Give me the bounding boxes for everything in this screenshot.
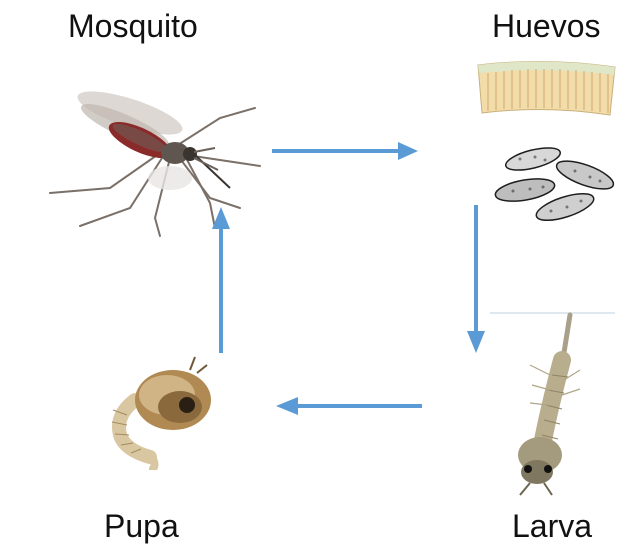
label-larva: Larva bbox=[512, 510, 592, 542]
larva-image bbox=[490, 305, 615, 500]
arrow-down bbox=[465, 205, 487, 355]
arrow-right bbox=[272, 140, 422, 162]
mosquito-image bbox=[10, 58, 275, 248]
arrow-up bbox=[210, 205, 232, 353]
pupa-image bbox=[95, 355, 225, 470]
eggs-image bbox=[485, 135, 625, 235]
label-huevos: Huevos bbox=[492, 10, 601, 42]
label-pupa: Pupa bbox=[104, 510, 179, 542]
label-mosquito: Mosquito bbox=[68, 10, 198, 42]
arrow-left bbox=[274, 395, 422, 417]
egg-raft-image bbox=[470, 55, 620, 127]
